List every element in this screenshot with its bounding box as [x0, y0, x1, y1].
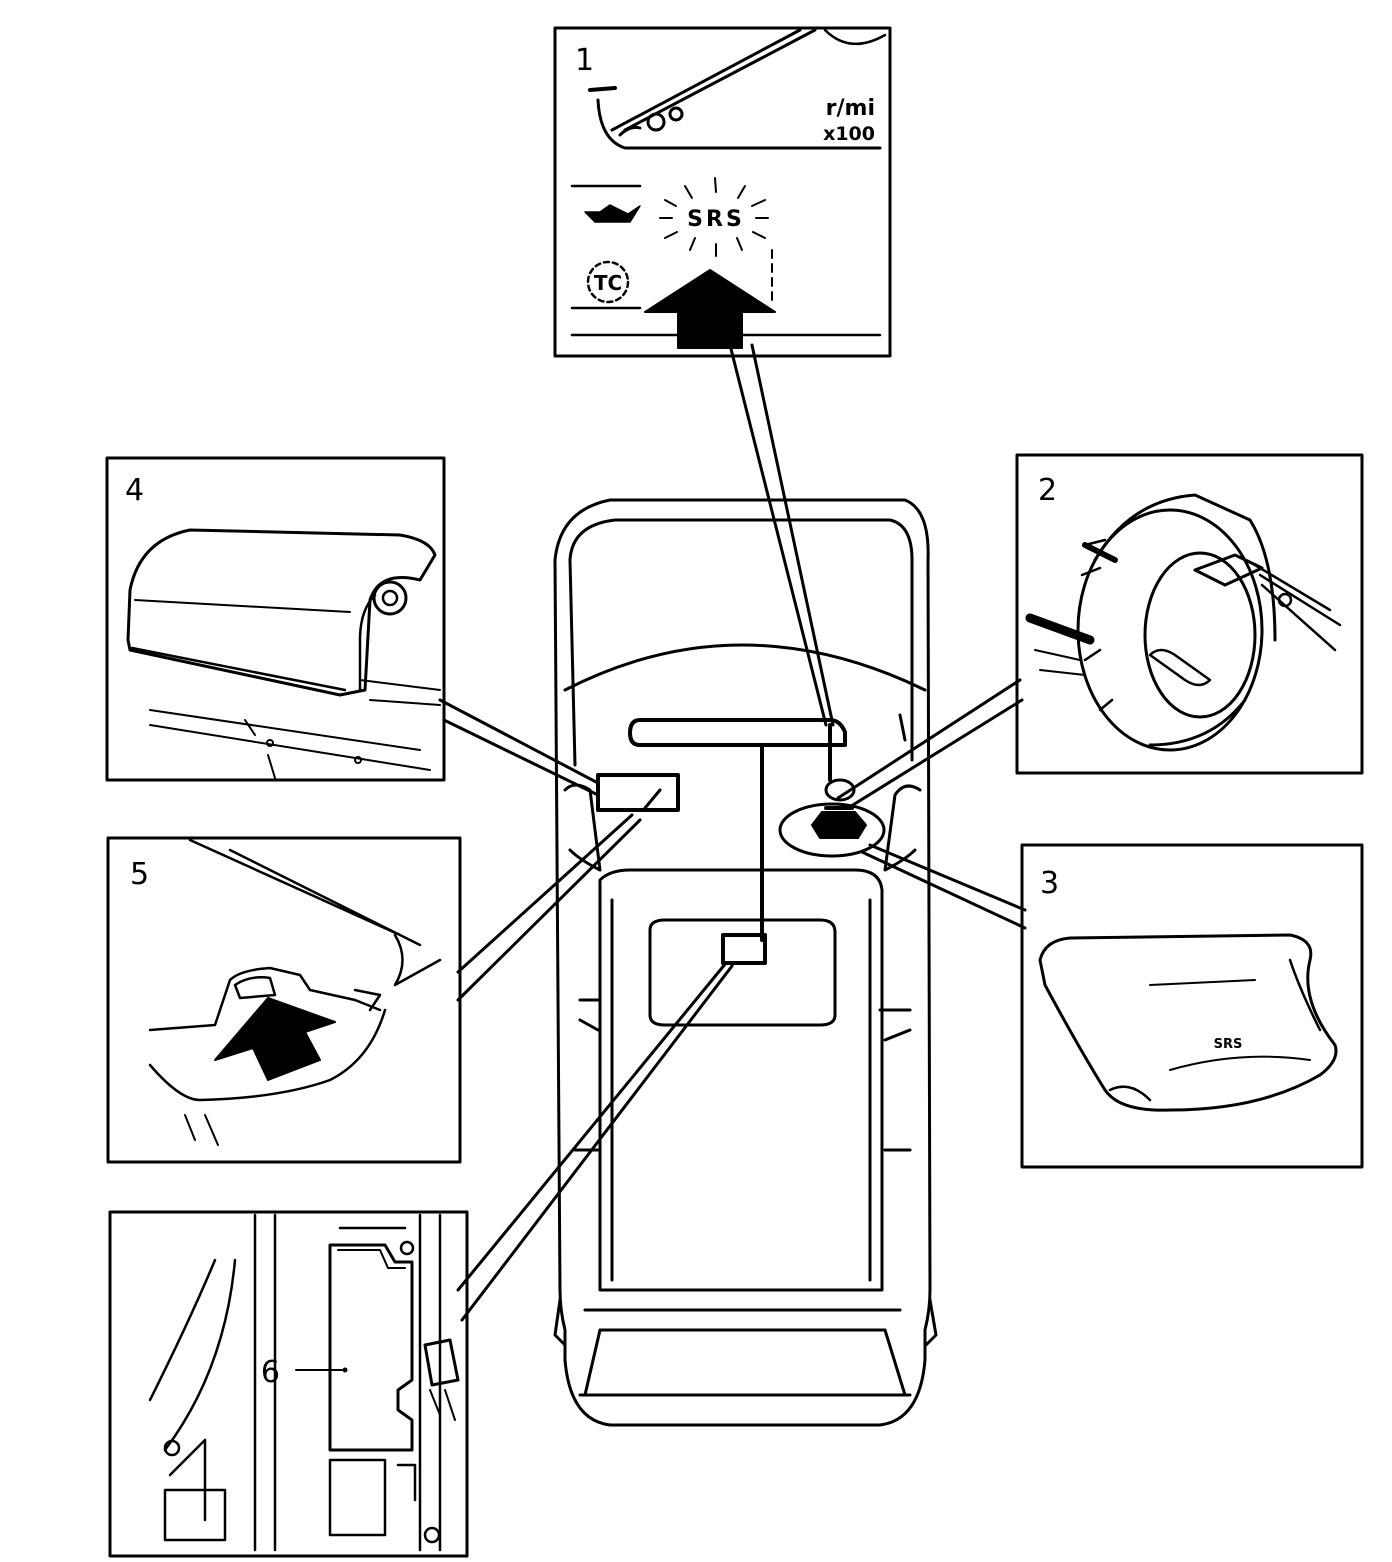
- leader-5: [456, 813, 642, 1002]
- callout-4: 4: [125, 473, 144, 508]
- oil-pressure-icon: [584, 204, 641, 223]
- leader-6: [456, 961, 734, 1322]
- traction-control-icon: TC: [586, 260, 630, 304]
- callout-3: 3: [1040, 866, 1059, 901]
- panel-4-passenger-airbag: 4: [105, 456, 446, 782]
- leader-3: [860, 843, 1027, 930]
- airbag-cover-marking: SRS: [1214, 1037, 1243, 1052]
- panel-6-control-unit: 6: [108, 1210, 469, 1558]
- panel-2-contact-reel: 2: [1015, 453, 1364, 775]
- leader-2: [836, 678, 1024, 810]
- panel-3-driver-airbag: 3 SRS: [1020, 843, 1364, 1169]
- panel-1-instrument-cluster: SRS TC r/mi x100 1: [553, 26, 892, 358]
- callout-5: 5: [130, 857, 149, 892]
- gauge-unit-label: r/mi: [826, 96, 875, 121]
- car-top-view: [553, 498, 938, 1427]
- arrow-up-icon: [644, 269, 776, 349]
- arrow-up-icon: [214, 997, 336, 1081]
- srs-warning-light: SRS: [687, 207, 745, 232]
- callout-1: 1: [575, 43, 594, 78]
- svg-text:TC: TC: [594, 271, 622, 295]
- gauge-multiplier-label: x100: [823, 123, 875, 145]
- leader-4: [438, 698, 600, 797]
- srs-warning-rays: [659, 177, 769, 257]
- callout-6: 6: [261, 1355, 280, 1390]
- callout-2: 2: [1038, 473, 1057, 508]
- leader-1: [728, 343, 835, 727]
- panel-5-passenger-side: 5: [106, 836, 462, 1164]
